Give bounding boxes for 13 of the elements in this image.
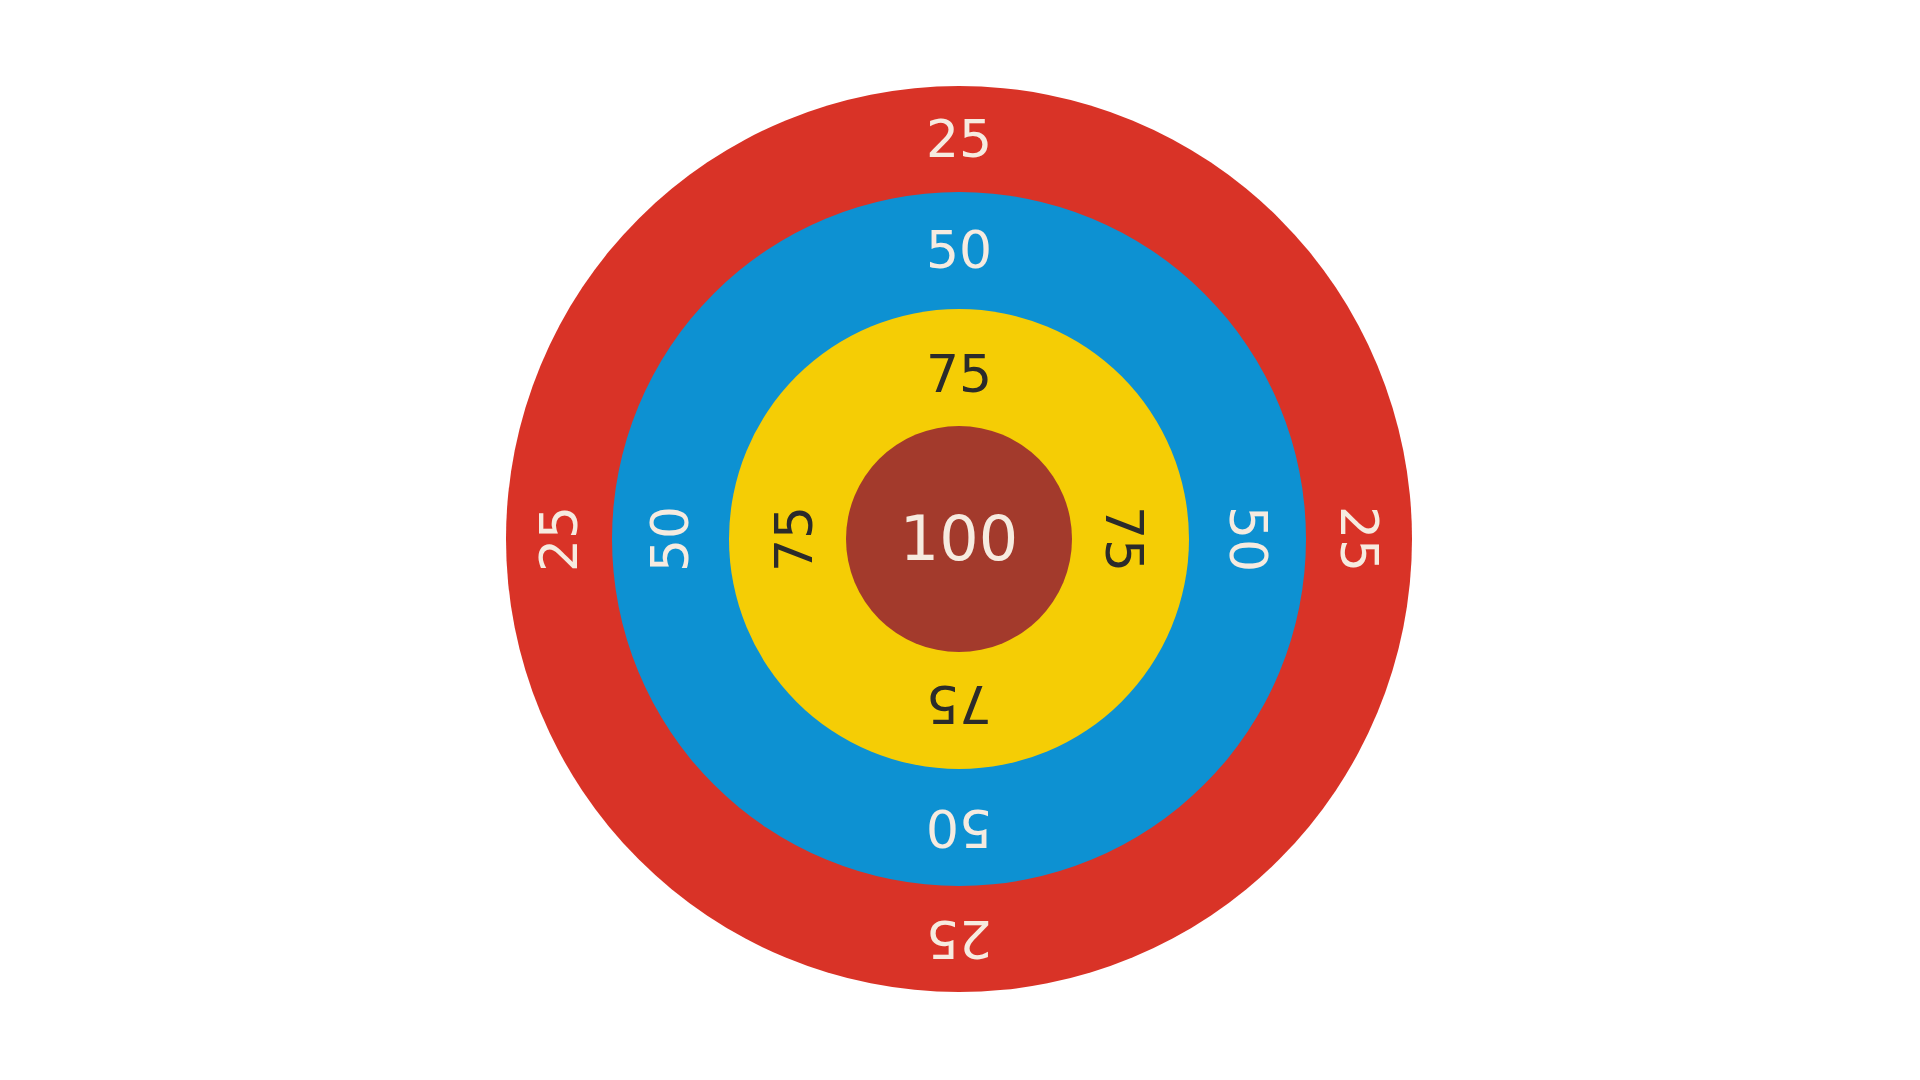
score-number: 75 — [925, 348, 993, 400]
score-number: 100 — [899, 508, 1019, 570]
score-number: 50 — [644, 505, 696, 573]
score-number: 25 — [925, 913, 993, 965]
score-number: 75 — [925, 678, 993, 730]
score-number: 25 — [533, 505, 585, 573]
score-number: 50 — [1222, 505, 1274, 573]
score-number: 50 — [925, 224, 993, 276]
score-number: 75 — [768, 505, 820, 573]
score-number: 25 — [925, 113, 993, 165]
score-number: 50 — [925, 802, 993, 854]
score-number: 75 — [1098, 505, 1150, 573]
score-number: 25 — [1333, 505, 1385, 573]
